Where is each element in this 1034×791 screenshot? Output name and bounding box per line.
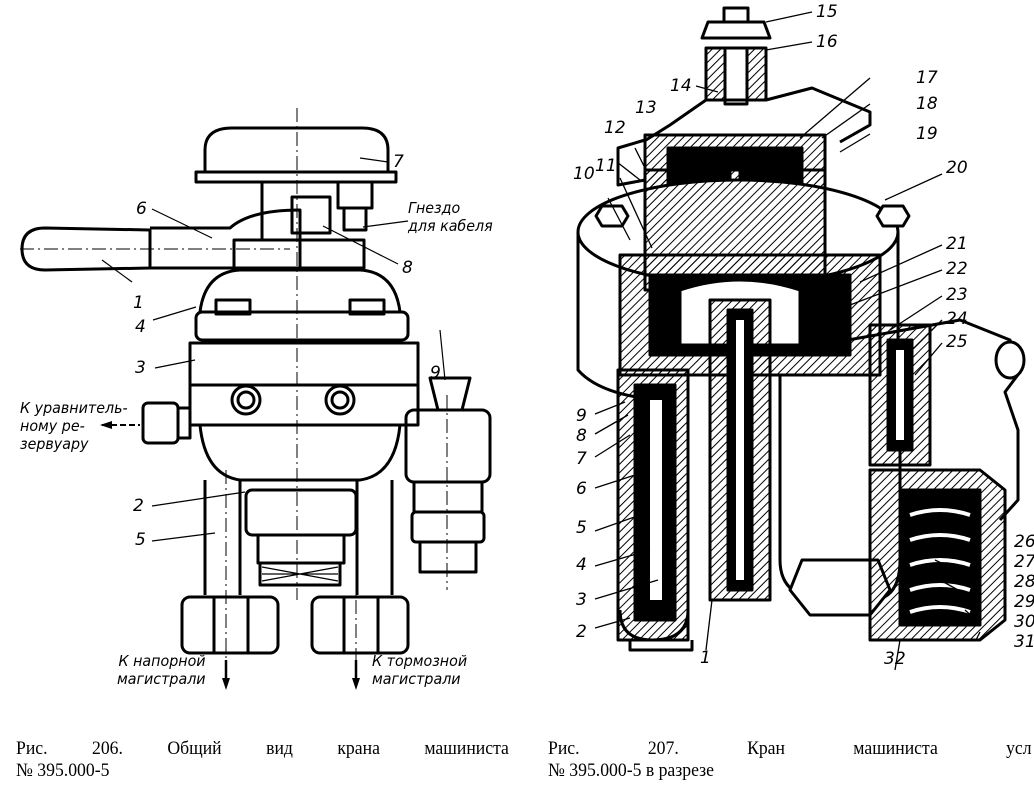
caption-word: 207. (647, 738, 679, 759)
note-brake-line: К тормозной магистрали (372, 652, 468, 688)
caption-word: Рис. (16, 738, 48, 759)
part-label: 7 (576, 449, 587, 469)
brake-line-nut (310, 595, 410, 655)
part-label: 8 (576, 426, 587, 446)
caption-word: 206. (91, 738, 123, 759)
caption-word: Рис. (548, 738, 580, 759)
caption-line-2: № 395.000-5 (16, 760, 110, 781)
part-label: 19 (916, 124, 938, 144)
part-label: 9 (430, 363, 441, 383)
part-label: 23 (946, 285, 968, 305)
part-label: 7 (393, 152, 404, 172)
part-label: 4 (135, 317, 146, 337)
part-label: 11 (595, 156, 617, 176)
part-label: 29 (1014, 592, 1034, 612)
part-label: 14 (670, 76, 692, 96)
note-feed-line: К напорной магистрали (117, 652, 206, 688)
arrow-down-icon (352, 678, 360, 690)
part-label: 24 (946, 309, 968, 329)
part-label: 32 (884, 649, 906, 669)
part-label: 21 (946, 234, 968, 254)
part-label: 3 (576, 590, 587, 610)
part-label: 9 (576, 406, 587, 426)
caption-word: машиниста (853, 738, 938, 759)
crane-general-view-drawing (20, 108, 492, 690)
part-label: 5 (576, 518, 587, 538)
part-label: 16 (816, 32, 838, 52)
caption-word: усл (1006, 738, 1032, 759)
part-label: 18 (916, 94, 938, 114)
figure-207-cross-section: 2 3 4 5 6 7 8 9 1 10 11 12 13 14 15 16 1… (540, 0, 1034, 700)
upper-ring (232, 238, 366, 270)
cap-flange (194, 170, 398, 184)
part-label: 17 (916, 68, 938, 88)
arrow-down-icon (222, 678, 230, 690)
caption-word: крана (337, 738, 380, 759)
arrow-left-icon (100, 421, 112, 429)
part-label: 1 (133, 293, 144, 313)
part-label: 25 (946, 332, 968, 352)
part-label: 2 (576, 622, 587, 642)
figure-206-general-view: 1 2 3 4 5 6 7 8 9 Гнездо для кабеля К ур… (0, 0, 540, 700)
part-label: 20 (946, 158, 968, 178)
crane-cross-section-drawing (576, 6, 1026, 671)
caption-word: вид (266, 738, 293, 759)
part-label: 10 (573, 164, 595, 184)
part-label: 15 (816, 2, 838, 22)
caption-word: Общий (167, 738, 222, 759)
part-label: 13 (635, 98, 657, 118)
caption-word: машиниста (424, 738, 509, 759)
part-label: 6 (136, 199, 147, 219)
part-label: 27 (1014, 552, 1034, 572)
caption-figure-206: Рис. 206. Общий вид крана машиниста № 39… (16, 738, 509, 782)
part-label: 26 (1014, 532, 1034, 552)
cover-4 (194, 310, 410, 342)
knurled-cap (258, 561, 342, 587)
note-equalizing-reservoir: К уравнитель- ному ре- зервуару (20, 399, 128, 453)
note-cable-socket: Гнездо для кабеля (408, 199, 493, 235)
part-label: 5 (135, 530, 146, 550)
part-label: 28 (1014, 572, 1034, 592)
caption-word: Кран (747, 738, 785, 759)
lower-body (188, 383, 420, 427)
middle-block-3 (188, 341, 420, 387)
handle (20, 226, 152, 272)
part-label: 1 (700, 648, 711, 668)
screw-block (290, 195, 332, 235)
part-label: 31 (1014, 632, 1034, 652)
part-label: 6 (576, 479, 587, 499)
part-label: 12 (604, 118, 626, 138)
part-label: 3 (135, 358, 146, 378)
part-label: 4 (576, 555, 587, 575)
part-label: 2 (133, 496, 144, 516)
part-label: 22 (946, 259, 968, 279)
caption-figure-207: Рис. 207. Кран машиниста усл № 395.000-5… (548, 738, 1032, 782)
feed-line-nut (180, 595, 280, 655)
part-label: 8 (402, 258, 413, 278)
part-label: 30 (1014, 612, 1034, 632)
caption-line-2: № 395.000-5 в разрезе (548, 760, 714, 781)
body-dome (198, 268, 402, 313)
